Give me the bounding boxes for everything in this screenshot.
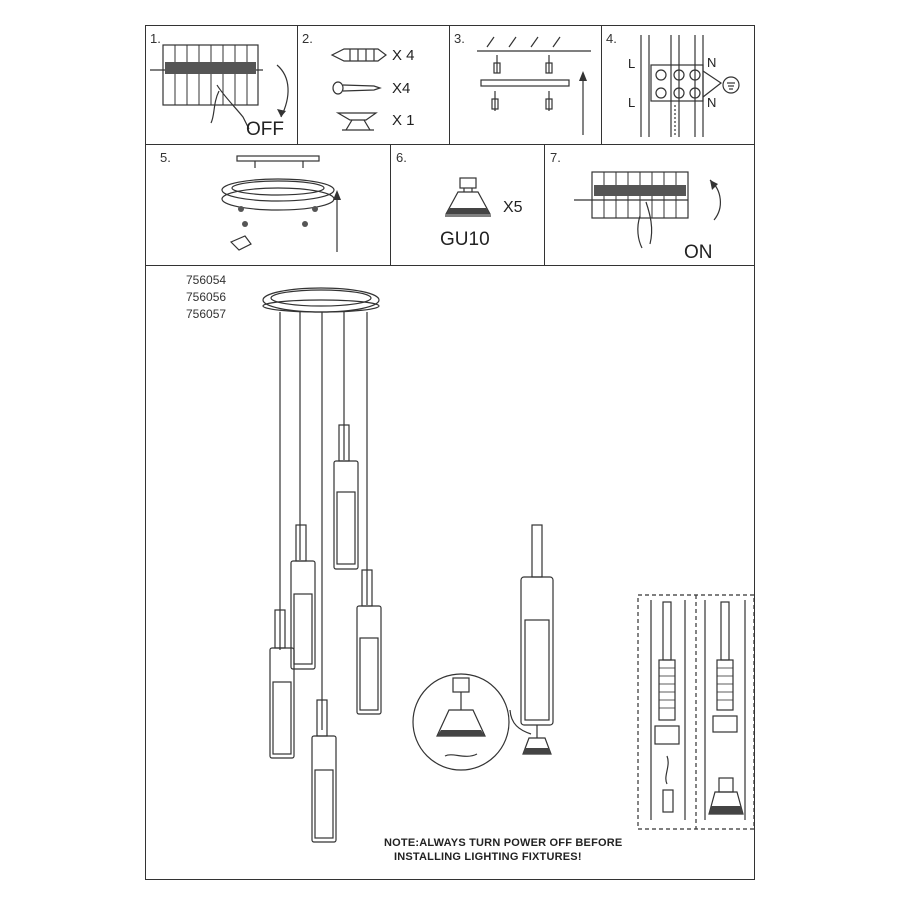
gu10-bulb-icon xyxy=(444,177,492,217)
neutral-label-top: N xyxy=(707,55,717,70)
step-5-number: 5. xyxy=(160,150,171,165)
safety-note: NOTE:ALWAYS TURN POWER OFF BEFORE INSTAL… xyxy=(384,836,622,864)
live-label-bottom: L xyxy=(628,95,636,110)
on-caption: ON xyxy=(684,242,713,263)
pendant-assembly-drawing xyxy=(262,287,755,843)
safety-note-line-2: INSTALLING LIGHTING FIXTURES! xyxy=(394,851,582,863)
safety-note-line-1: NOTE:ALWAYS TURN POWER OFF BEFORE xyxy=(384,837,623,849)
step-6-number: 6. xyxy=(396,150,407,165)
screw-quantity: X4 xyxy=(392,80,411,97)
off-caption: OFF xyxy=(246,119,284,140)
model-code: 756054 xyxy=(186,273,227,287)
socket-detail-box xyxy=(637,594,755,830)
wall-plug-quantity: X 4 xyxy=(392,47,415,64)
model-code-list: 756054 756056 756057 xyxy=(186,272,226,323)
step-2-number: 2. xyxy=(302,31,313,46)
pendant-shade xyxy=(356,569,382,715)
pendant-shade xyxy=(311,699,337,843)
bulb-quantity: X5 xyxy=(503,199,523,216)
step-7-number: 7. xyxy=(550,150,561,165)
step-4-number: 4. xyxy=(606,31,617,46)
neutral-label-bottom: N xyxy=(707,95,717,110)
canopy-mounting-illustration xyxy=(221,155,341,252)
pendant-shade xyxy=(269,609,295,759)
pendant-shade xyxy=(333,424,359,570)
wiring-diagram-illustration xyxy=(640,35,740,137)
wall-plug-icon xyxy=(330,48,387,62)
live-label-top: L xyxy=(628,56,636,71)
breaker-panel-off-illustration xyxy=(150,44,289,130)
enlarged-pendant xyxy=(509,524,554,755)
screw-icon xyxy=(332,81,382,95)
pendant-shade xyxy=(290,524,316,670)
bulb-type-caption: GU10 xyxy=(440,229,490,250)
step-7-panel xyxy=(544,144,755,266)
breaker-panel-on-illustration xyxy=(574,171,721,249)
bulb-insert-detail xyxy=(412,673,510,771)
ceiling-bracket-install-illustration xyxy=(477,36,591,135)
model-code: 756056 xyxy=(186,290,227,304)
bracket-quantity: X 1 xyxy=(392,112,415,129)
step-3-number: 3. xyxy=(454,31,465,46)
step-1-number: 1. xyxy=(150,31,161,46)
mounting-bracket-icon xyxy=(335,112,378,131)
model-code: 756057 xyxy=(186,307,227,321)
